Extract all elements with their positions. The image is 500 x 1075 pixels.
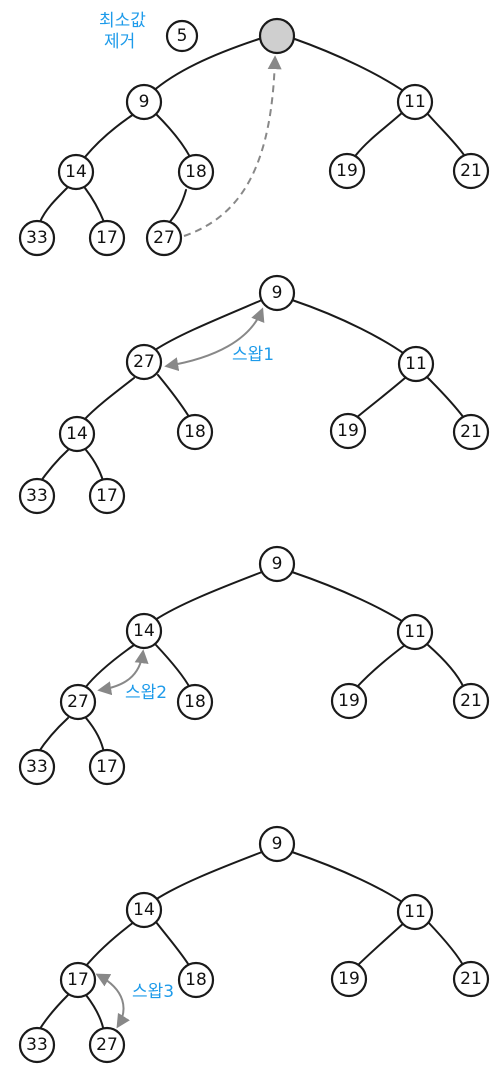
- stage3-node-n2-label: 11: [404, 622, 426, 642]
- stage1-node-n6: 21: [452, 152, 490, 190]
- swap3-caption: 스왑3: [132, 982, 174, 1002]
- stage1-node-n5-label: 19: [336, 161, 358, 181]
- stage4-node-n8: 27: [88, 1026, 126, 1064]
- stage4-node-n4-label: 18: [185, 970, 207, 990]
- stage1-node-n9: 27: [145, 219, 183, 257]
- stage2-node-n5: 19: [329, 412, 367, 450]
- stage4-node-root-label: 9: [272, 834, 283, 854]
- stage1-node-n7: 33: [18, 219, 56, 257]
- stage4-node-n5: 19: [330, 960, 368, 998]
- stage2-node-root: 9: [258, 274, 296, 312]
- stage3-node-root-label: 9: [272, 554, 283, 574]
- stage3-node-n5: 19: [330, 682, 368, 720]
- stage2-node-n5-label: 19: [337, 421, 359, 441]
- move-last-to-root-arrow: [183, 55, 282, 237]
- stage2-node-n4-label: 18: [184, 422, 206, 442]
- swap2-caption: 스왑2: [125, 683, 167, 703]
- stage2-node-n1-label: 27: [133, 352, 155, 372]
- stage3-node-n3: 27: [59, 683, 97, 721]
- stage4-node-n3: 17: [59, 961, 97, 999]
- stage1-node-n3: 14: [57, 153, 95, 191]
- stage1-edges: [39, 37, 465, 225]
- stage1-node-n8: 17: [88, 219, 126, 257]
- stage3-node-n6-label: 21: [460, 691, 482, 711]
- stage3-node-n6: 21: [452, 682, 490, 720]
- stage2-node-n3: 14: [58, 415, 96, 453]
- stage1-node-n5: 19: [328, 152, 366, 190]
- stage4-node-n7: 33: [18, 1026, 56, 1064]
- stage1-node-n6-label: 21: [460, 161, 482, 181]
- stage4-node-n2: 11: [396, 893, 434, 931]
- stage3-node-n1-label: 14: [133, 621, 155, 641]
- stage3-node-n5-label: 19: [338, 691, 360, 711]
- stage-swap-3: 9 14 11 17 18 19 21 33: [18, 825, 490, 1064]
- stage3-node-n2: 11: [396, 613, 434, 651]
- stage4-node-root: 9: [258, 825, 296, 863]
- stage1-node-n1: 9: [125, 83, 163, 121]
- stage3-node-n8: 17: [88, 748, 126, 786]
- stage3-edges: [37, 571, 465, 754]
- removed-value-label: 5: [177, 26, 188, 46]
- stage3-node-n7: 33: [18, 748, 56, 786]
- stage2-node-n6: 21: [452, 413, 490, 451]
- stage3-node-n8-label: 17: [96, 757, 118, 777]
- stage2-node-n7: 33: [18, 477, 56, 515]
- swap1-arrow: [164, 307, 265, 372]
- stage2-node-n6-label: 21: [460, 422, 482, 442]
- stage4-edges: [37, 851, 465, 1033]
- stage1-node-n3-label: 14: [65, 162, 87, 182]
- stage-swap-1: 9 27 11 14 18 19 21 33: [18, 274, 490, 515]
- stage4-node-n3-label: 17: [67, 970, 89, 990]
- stage2-node-n8: 17: [88, 477, 126, 515]
- stage2-node-root-label: 9: [272, 283, 283, 303]
- stage2-node-n3-label: 14: [66, 424, 88, 444]
- stage4-node-n6-label: 21: [460, 969, 482, 989]
- stage4-node-n1-label: 14: [133, 900, 155, 920]
- stage2-node-n8-label: 17: [96, 486, 118, 506]
- stage1-node-n4-label: 18: [185, 162, 207, 182]
- swap3-arrow: [95, 973, 130, 1029]
- stage4-node-n4: 18: [177, 961, 215, 999]
- stage1-node-n4: 18: [177, 153, 215, 191]
- stage2-node-n2-label: 11: [405, 354, 427, 374]
- stage2-node-n2: 11: [397, 345, 435, 383]
- stage3-node-root: 9: [258, 545, 296, 583]
- stage2-node-n1: 27: [125, 343, 163, 381]
- stage4-node-n6: 21: [452, 960, 490, 998]
- stage-swap-2: 9 14 11 27 18 19 21 33: [18, 545, 490, 786]
- stage1-node-n8-label: 17: [96, 228, 118, 248]
- stage1-node-root: [258, 17, 296, 55]
- stage2-node-n7-label: 33: [26, 486, 48, 506]
- swap1-caption: 스왑1: [232, 345, 274, 365]
- stage4-node-n2-label: 11: [404, 902, 426, 922]
- stage3-node-n7-label: 33: [26, 757, 48, 777]
- stage2-node-n4: 18: [176, 413, 214, 451]
- stage1-node-n2: 11: [396, 83, 434, 121]
- stage4-node-n8-label: 27: [96, 1035, 118, 1055]
- stage1-node-n7-label: 33: [26, 228, 48, 248]
- stage3-node-n4-label: 18: [184, 692, 206, 712]
- stage4-node-n1: 14: [125, 891, 163, 929]
- stage3-node-n3-label: 27: [67, 692, 89, 712]
- stage1-node-n1-label: 9: [139, 92, 150, 112]
- stage3-node-n1: 14: [125, 612, 163, 650]
- stage1-node-n2-label: 11: [404, 92, 426, 112]
- stage4-node-n7-label: 33: [26, 1035, 48, 1055]
- stage4-node-n5-label: 19: [338, 969, 360, 989]
- swap2-arrow: [97, 649, 149, 696]
- stage3-node-n4: 18: [176, 683, 214, 721]
- stage1-node-n9-label: 27: [153, 228, 175, 248]
- removed-value-node: 5: [165, 19, 199, 53]
